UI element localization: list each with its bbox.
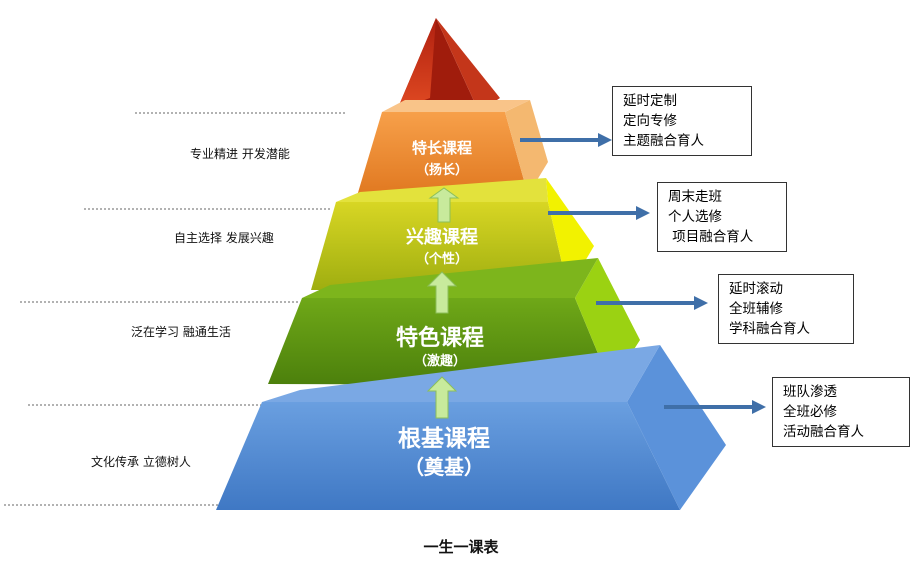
tier-subtitle-foundation: （奠基） bbox=[404, 455, 484, 479]
right-arrow-icon bbox=[596, 296, 708, 310]
note-arrows bbox=[520, 133, 766, 414]
note-box-interest: 周末走班 个人选修 项目融合育人 bbox=[657, 182, 787, 252]
tier-title-interest: 兴趣课程 bbox=[406, 227, 478, 248]
note-line: 学科融合育人 bbox=[729, 321, 810, 337]
up-arrow-icon bbox=[426, 271, 458, 314]
note-line: 全班辅修 bbox=[729, 301, 783, 317]
tier-title-foundation: 根基课程 bbox=[398, 425, 490, 452]
tier-title-specialty: 特长课程 bbox=[412, 139, 472, 157]
guide-lines bbox=[4, 112, 345, 506]
diagram-caption: 一生一课表 bbox=[423, 538, 499, 556]
note-line: 项目融合育人 bbox=[668, 229, 754, 245]
up-arrow-icon bbox=[428, 187, 460, 223]
note-line: 班队渗透 bbox=[783, 384, 837, 400]
up-arrows bbox=[426, 187, 460, 419]
note-line: 定向专修 bbox=[623, 113, 677, 129]
note-line: 周末走班 bbox=[668, 189, 722, 205]
left-label-specialty: 专业精进 开发潜能 bbox=[190, 147, 290, 161]
tier-subtitle-feature: （激趣） bbox=[414, 353, 466, 369]
right-arrow-icon bbox=[520, 133, 612, 147]
right-arrow-icon bbox=[548, 206, 650, 220]
note-box-foundation: 班队渗透 全班必修 活动融合育人 bbox=[772, 377, 910, 447]
note-box-feature: 延时滚动 全班辅修 学科融合育人 bbox=[718, 274, 854, 344]
right-arrow-icon bbox=[664, 400, 766, 414]
tier-specialty bbox=[357, 100, 548, 196]
up-arrow-icon bbox=[426, 376, 458, 419]
left-label-foundation: 文化传承 立德树人 bbox=[91, 455, 191, 469]
note-line: 主题融合育人 bbox=[623, 133, 704, 149]
note-box-specialty: 延时定制 定向专修 主题融合育人 bbox=[612, 86, 752, 156]
tier-foundation bbox=[216, 345, 726, 510]
tier-subtitle-specialty: （扬长） bbox=[416, 162, 468, 178]
pyramid-peak bbox=[397, 18, 500, 112]
note-line: 全班必修 bbox=[783, 404, 837, 420]
note-line: 延时定制 bbox=[623, 93, 677, 109]
note-line: 延时滚动 bbox=[729, 281, 783, 297]
tier-title-feature: 特色课程 bbox=[396, 325, 484, 351]
tier-subtitle-interest: （个性） bbox=[416, 251, 468, 267]
note-line: 活动融合育人 bbox=[783, 424, 864, 440]
note-line: 个人选修 bbox=[668, 209, 722, 225]
left-label-feature: 泛在学习 融通生活 bbox=[131, 325, 231, 339]
left-label-interest: 自主选择 发展兴趣 bbox=[174, 231, 274, 245]
